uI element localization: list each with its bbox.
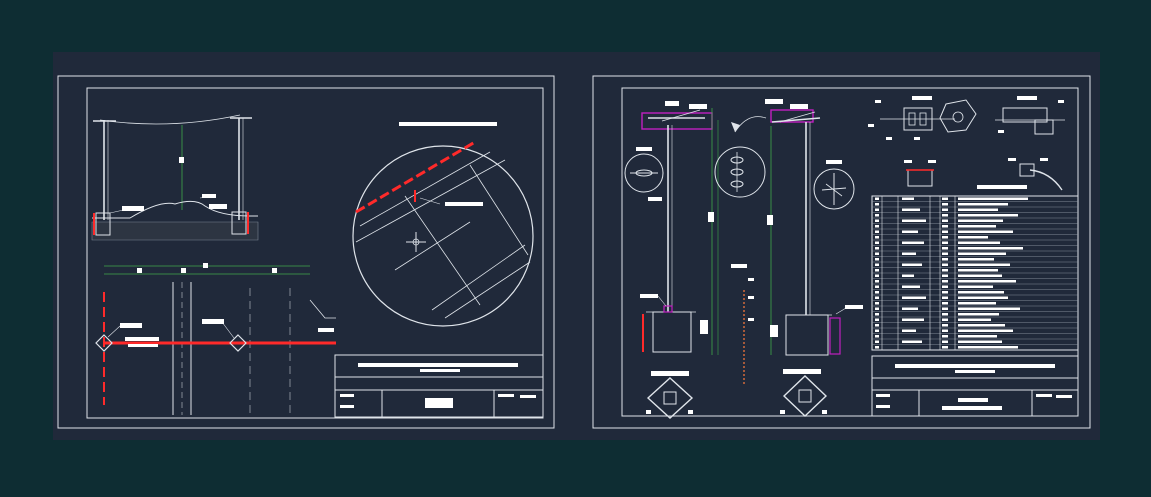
title-block-sheet-1 xyxy=(334,354,544,418)
sheet-2-pole-details[interactable] xyxy=(592,75,1091,429)
sheet-1-profile-plan[interactable] xyxy=(57,75,555,429)
ground-hatch xyxy=(91,221,259,241)
arrow-icon xyxy=(731,116,767,133)
insulator-detail-b xyxy=(813,168,855,210)
hardware-details xyxy=(868,96,1065,191)
insulator-detail-a xyxy=(624,153,664,193)
pole-marker-a xyxy=(95,334,113,352)
sheet-1-inner-frame xyxy=(86,87,544,419)
hardware-detail-insulators xyxy=(714,116,767,385)
sheet-1-outer-frame xyxy=(57,75,555,429)
pole-marker-b xyxy=(229,334,247,352)
crosshair-icon xyxy=(406,232,426,252)
pole-elevation-b xyxy=(765,99,863,417)
schedule-table xyxy=(871,195,1079,351)
span-profile xyxy=(91,114,259,241)
model-canvas xyxy=(53,52,1100,440)
insulator-icon xyxy=(635,169,653,177)
foundation-right xyxy=(231,211,247,235)
pole-elevation-a xyxy=(624,101,719,419)
sheet-2-outer-frame xyxy=(592,75,1091,429)
detail-circle xyxy=(352,122,534,327)
ground-profile xyxy=(92,200,258,219)
conductor-sag-line xyxy=(99,114,241,125)
plan-view xyxy=(95,263,336,415)
foundation-left xyxy=(95,212,111,236)
title-block-sheet-2 xyxy=(871,355,1079,417)
